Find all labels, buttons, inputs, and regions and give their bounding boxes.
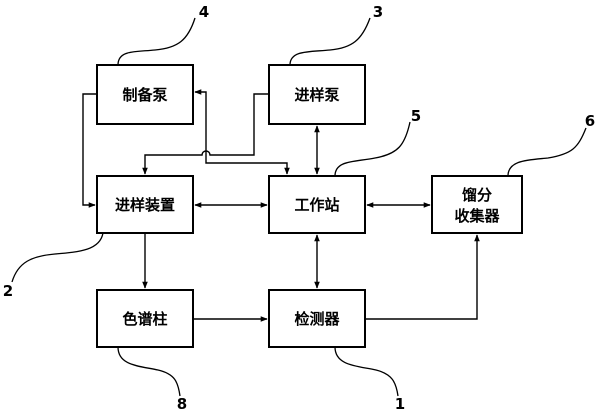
ref-numeral-3: 3 (373, 3, 383, 21)
ref-numeral-6: 6 (585, 112, 595, 130)
leader-ref-5 (334, 121, 411, 177)
detector-block: 检测器 (268, 289, 366, 348)
fraction-collector-label-line1: 馏分 (461, 186, 492, 204)
ref-numeral-2: 2 (3, 282, 13, 300)
reference-numerals: 4 3 5 6 2 8 1 (3, 3, 595, 413)
injector-block: 进样装置 (96, 175, 194, 234)
leader-lines (11, 17, 587, 397)
fraction-collector-label-line2: 收集器 (454, 207, 500, 225)
wire-prep-pump-to-injector (82, 93, 97, 208)
fraction-collector-block: 馏分 收集器 (431, 175, 523, 234)
ref-numeral-1: 1 (395, 395, 405, 413)
sample-pump-label: 进样泵 (294, 86, 339, 104)
ref-numeral-8: 8 (177, 395, 187, 413)
prep-pump-label: 制备泵 (122, 86, 167, 104)
detector-label: 检测器 (294, 310, 340, 328)
column-block: 色谱柱 (96, 289, 194, 348)
prep-pump-block: 制备泵 (96, 64, 194, 125)
workstation-label: 工作站 (294, 196, 339, 214)
leader-ref-3 (289, 17, 371, 66)
leader-ref-8 (117, 346, 181, 397)
wire-prep-pump-to-workstation (194, 89, 290, 175)
wire-detector-to-fraction-collector (365, 234, 480, 320)
ref-numeral-4: 4 (199, 3, 209, 21)
leader-ref-6 (507, 127, 587, 177)
leader-ref-1 (334, 346, 399, 397)
injector-label: 进样装置 (115, 196, 175, 214)
workstation-block: 工作站 (268, 175, 366, 234)
connections (82, 89, 480, 322)
leader-ref-4 (117, 17, 196, 66)
ref-numeral-5: 5 (411, 107, 421, 125)
column-label: 色谱柱 (122, 310, 167, 328)
leader-ref-2 (11, 232, 104, 283)
sample-pump-block: 进样泵 (268, 64, 366, 125)
